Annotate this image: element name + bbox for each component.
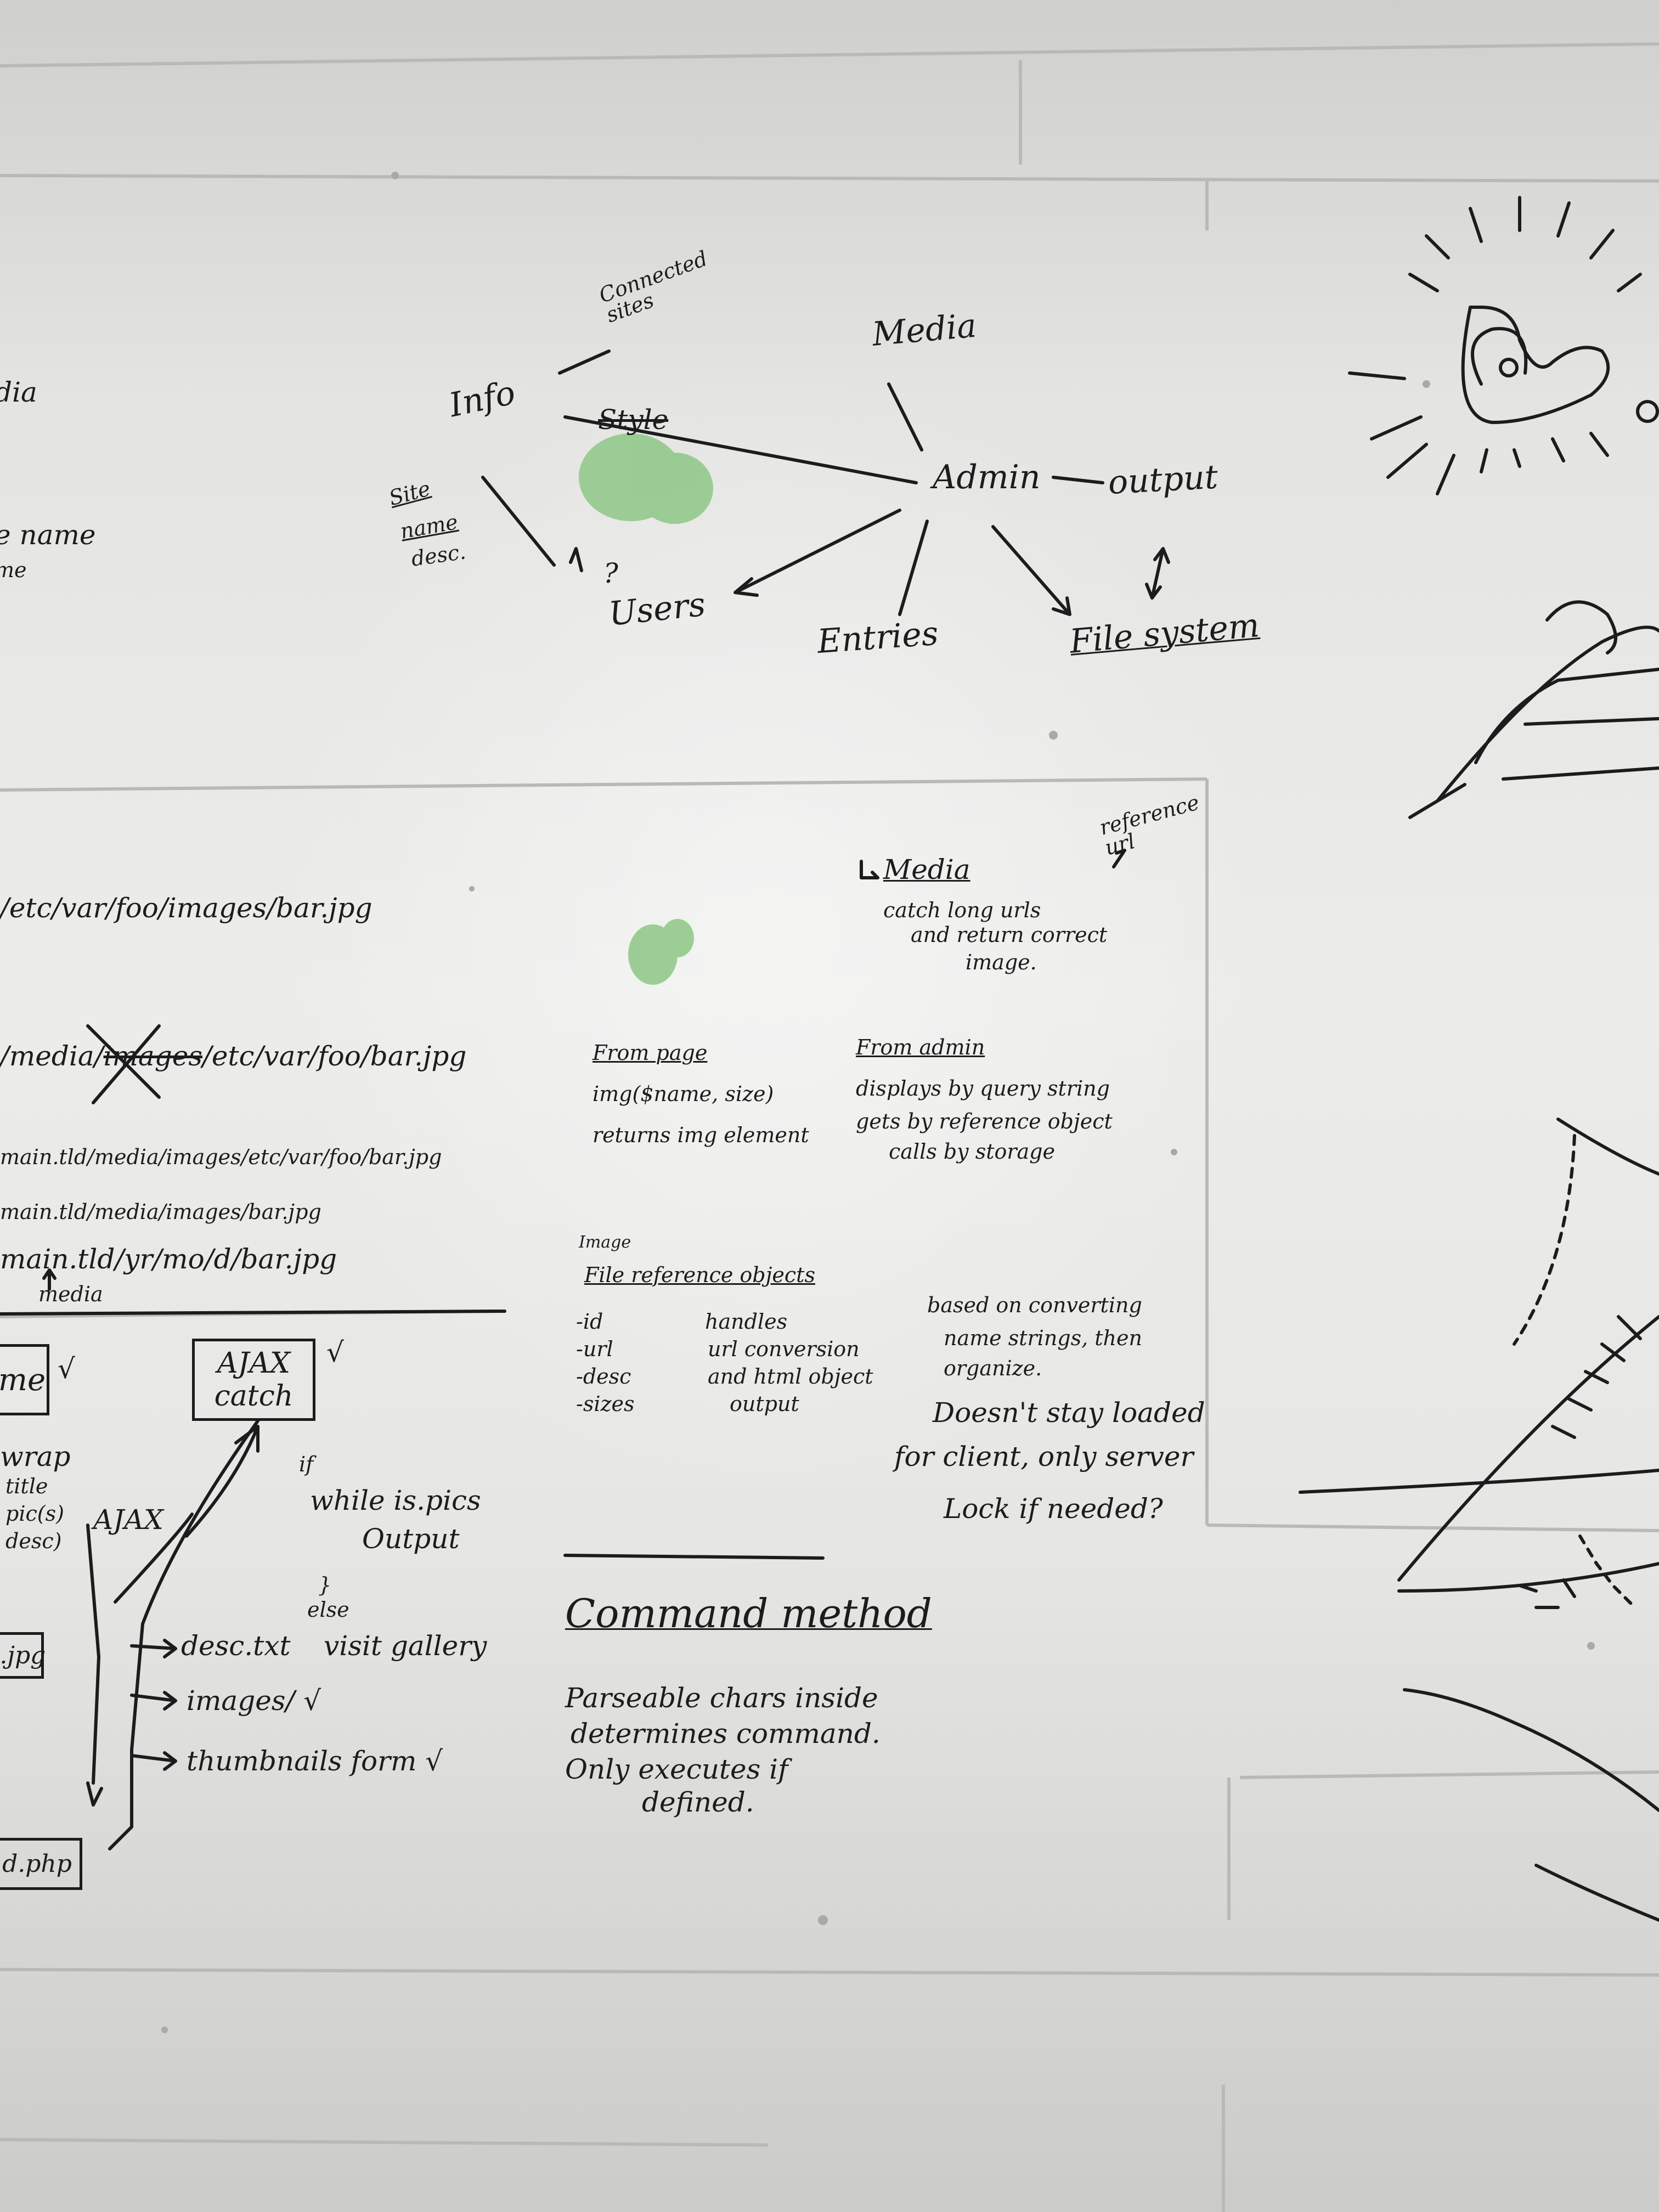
file-reference-heading: File reference objects <box>584 1263 815 1287</box>
thumbnails-label: thumbnails form √ <box>187 1745 443 1777</box>
command-line-1: Parseable chars inside <box>565 1682 878 1714</box>
field-id: -id <box>576 1310 603 1334</box>
image-small-label: Image <box>579 1233 631 1252</box>
partial-box: me <box>0 1344 49 1415</box>
images-dir-label: images/ √ <box>187 1685 321 1717</box>
struck-style-label: Style <box>598 404 669 436</box>
users-node: Users <box>607 585 708 634</box>
admin-to-entries-line <box>898 520 929 616</box>
admin-to-output-line <box>1052 476 1104 484</box>
media-node: Media <box>870 306 978 354</box>
else-label: else <box>307 1598 349 1622</box>
from-admin-line-3: calls by storage <box>889 1139 1055 1164</box>
path-line-1: /etc/var/foo/images/bar.jpg <box>0 892 373 924</box>
ajax-catch-box: AJAX catch <box>192 1339 315 1421</box>
from-page-heading: From page <box>592 1041 708 1065</box>
pics-note: pic(s) <box>5 1502 64 1526</box>
media-heading: Media <box>883 854 970 885</box>
handles-line-4: output <box>730 1392 799 1416</box>
from-admin-line-1: displays by query string <box>856 1076 1110 1101</box>
field-sizes: -sizes <box>576 1392 635 1416</box>
command-line-2: determines command. <box>571 1718 881 1750</box>
question-mark: ? <box>603 557 618 589</box>
command-line-4: defined. <box>642 1786 754 1818</box>
ajax-label: AJAX <box>93 1504 163 1536</box>
struck-images-segment: images <box>103 1040 202 1072</box>
admin-to-filesystem-arrow <box>991 525 1071 616</box>
handles-line-1: handles <box>705 1310 788 1334</box>
right-edge-drawing <box>1408 600 1659 819</box>
lower-right-drawing <box>1299 1118 1659 1922</box>
output-filesystem-double-arrow <box>1145 547 1170 600</box>
output-label: Output <box>362 1523 460 1555</box>
from-admin-heading: From admin <box>856 1035 985 1059</box>
section-divider <box>0 1310 506 1316</box>
converting-line-6: Lock if needed? <box>944 1493 1163 1525</box>
desc-note: desc) <box>5 1529 62 1553</box>
wrap-note: wrap <box>0 1441 71 1472</box>
from-page-line-1: img($name, size) <box>592 1082 774 1106</box>
info-to-connected-line <box>558 349 611 375</box>
left-fragment-me: me <box>0 558 27 582</box>
media-annotation: media <box>38 1282 103 1306</box>
path-line-2: /media/images/etc/var/foo/bar.jpg <box>0 1040 467 1072</box>
left-fragment-dia: dia <box>0 376 37 408</box>
field-desc: -desc <box>576 1364 631 1389</box>
converting-line-2: name strings, then <box>944 1326 1142 1350</box>
jpg-box: t.jpg <box>0 1632 46 1679</box>
converting-line-1: based on converting <box>927 1293 1142 1317</box>
converting-line-5: for client, only server <box>894 1441 1194 1472</box>
visit-gallery-label: visit gallery <box>324 1630 487 1662</box>
media-line-2: and return correct <box>911 923 1108 947</box>
path-line-4: main.tld/media/images/bar.jpg <box>0 1200 321 1224</box>
path-line-5: main.tld/yr/mo/d/bar.jpg <box>0 1243 337 1275</box>
output-node: output <box>1107 458 1219 502</box>
media-line-1: catch long urls <box>883 898 1041 922</box>
entries-node: Entries <box>816 614 940 661</box>
sun-doodle <box>1348 196 1659 495</box>
converting-line-3: organize. <box>944 1356 1042 1380</box>
from-page-line-2: returns img element <box>592 1123 809 1147</box>
left-fragment-name: e name <box>0 519 96 551</box>
admin-to-users-arrow <box>733 509 901 597</box>
green-putty-patch <box>579 433 713 985</box>
ajax-check-mark: √ <box>326 1336 344 1368</box>
from-admin-line-2: gets by reference object <box>856 1109 1113 1133</box>
brace-label: } <box>318 1573 332 1597</box>
title-note: title <box>5 1474 48 1498</box>
check-mark: √ <box>58 1353 75 1385</box>
info-to-admin-line <box>563 415 918 484</box>
path-line-3: main.tld/media/images/etc/var/foo/bar.jp… <box>0 1145 442 1169</box>
command-rule <box>563 1554 825 1560</box>
desc-txt-label: desc.txt <box>181 1630 291 1662</box>
converting-line-4: Doesn't stay loaded <box>933 1397 1205 1429</box>
command-line-3: Only executes if <box>565 1753 788 1785</box>
handles-line-3: and html object <box>708 1364 873 1389</box>
field-url: -url <box>576 1337 613 1361</box>
php-box: d.php <box>0 1838 82 1890</box>
handles-line-2: url conversion <box>708 1337 860 1361</box>
if-label: if <box>299 1452 314 1476</box>
media-line-3: image. <box>966 950 1037 974</box>
site-to-users-line <box>481 476 583 572</box>
while-label: while is.pics <box>310 1485 481 1516</box>
media-to-admin-line <box>887 382 923 452</box>
command-method-heading: Command method <box>565 1590 932 1637</box>
admin-node: Admin <box>933 458 1041 496</box>
